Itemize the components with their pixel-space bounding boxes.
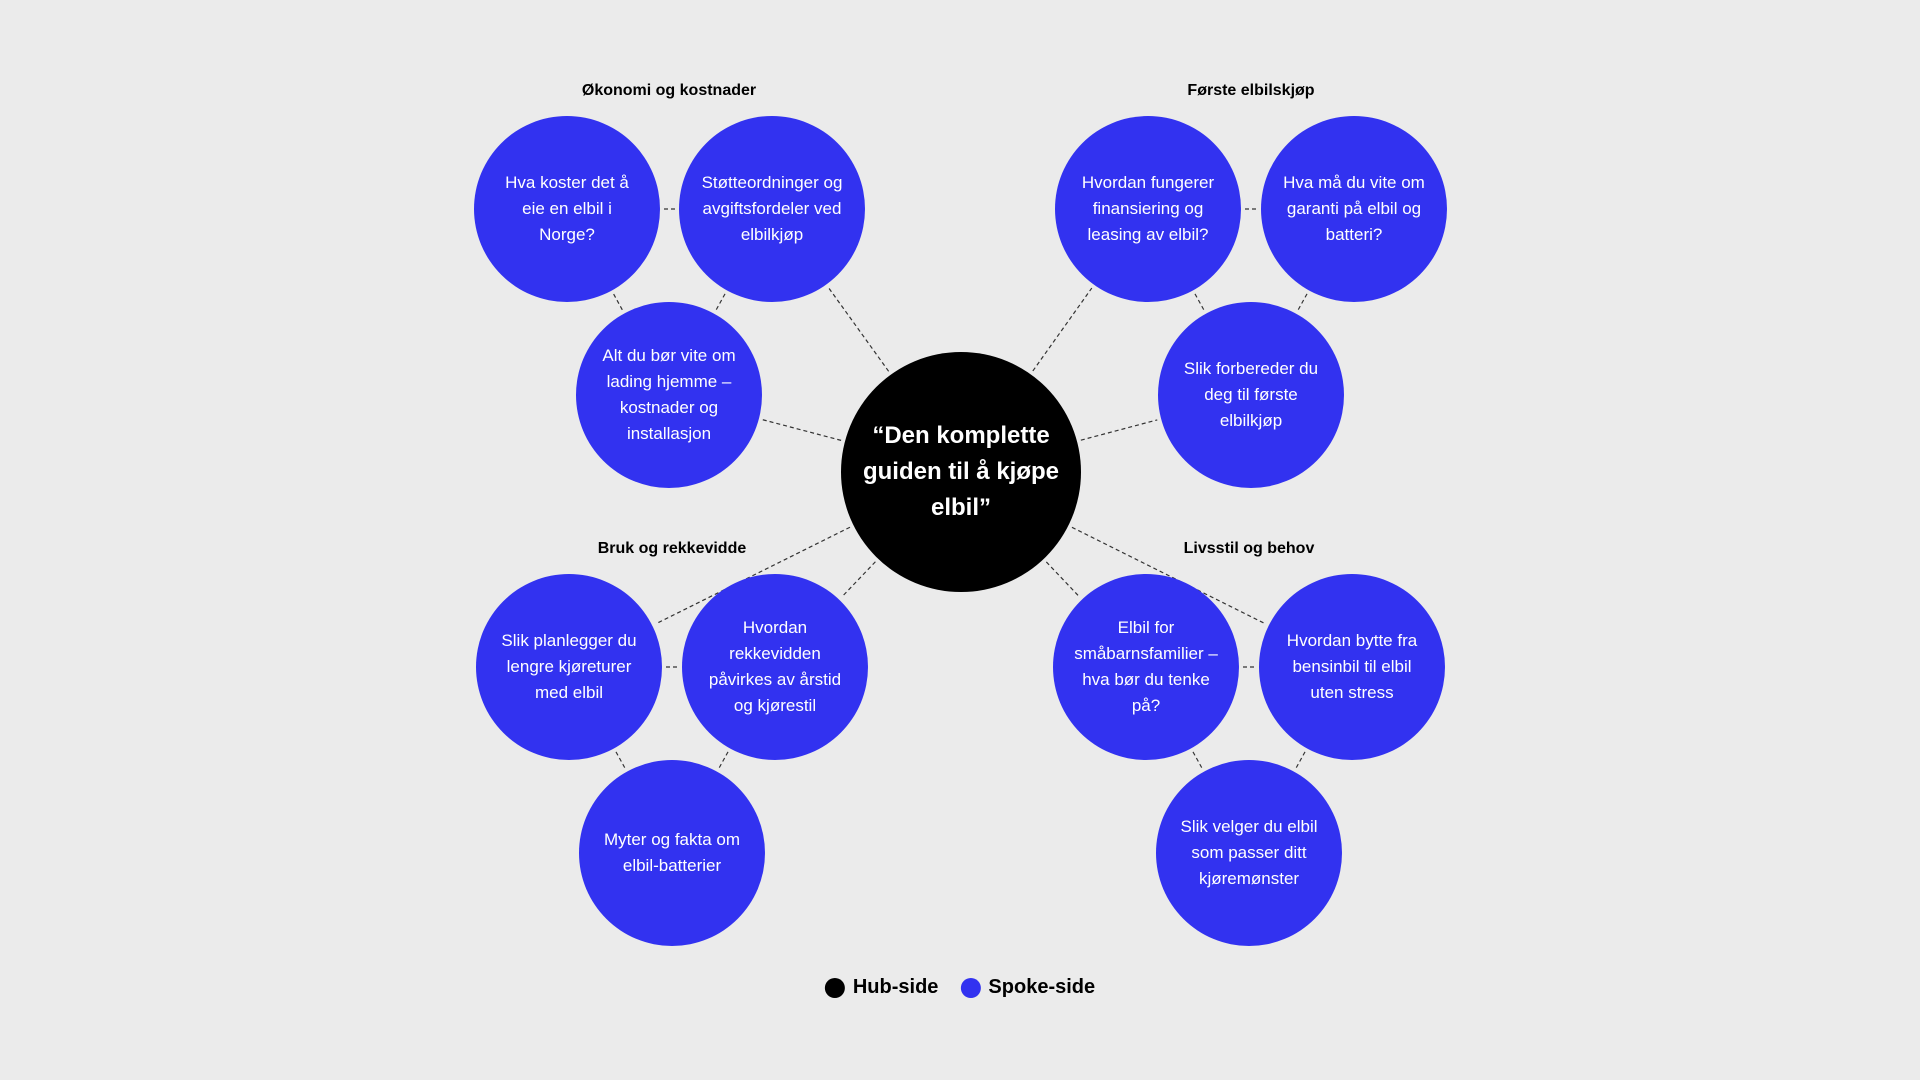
spoke-link-line	[1194, 293, 1205, 311]
spoke-link-line	[615, 751, 626, 769]
spoke-link-line	[715, 293, 726, 311]
legend-label: Spoke-side	[988, 976, 1096, 998]
spoke-label: Støtteordninger og avgiftsfordeler ved e…	[701, 173, 843, 244]
spoke-node: Hvordan bytte fra bensinbil til elbil ut…	[1259, 574, 1445, 760]
spoke-node: Hva koster det å eie en elbil i Norge?	[474, 116, 660, 302]
spoke-label: Slik velger du elbil som passer ditt kjø…	[1180, 817, 1318, 888]
spoke-link-line	[613, 293, 623, 311]
spoke-link-line	[1297, 293, 1308, 311]
spoke-node: Støtteordninger og avgiftsfordeler ved e…	[679, 116, 865, 302]
spoke-node: Slik forbereder du deg til første elbilk…	[1158, 302, 1344, 488]
legend: Hub-side Spoke-side	[824, 976, 1095, 999]
cluster-title-livsstil-behov: Livsstil og behov	[1183, 540, 1315, 557]
hub-node: “Den komplette guiden til å kjøpe elbil”	[841, 352, 1081, 592]
cluster-title-forste-elbilskjop: Første elbilskjøp	[1187, 82, 1315, 99]
spoke-node: Myter og fakta om elbil-batterier	[579, 760, 765, 946]
spoke-node: Slik velger du elbil som passer ditt kjø…	[1156, 760, 1342, 946]
spoke-node: Alt du bør vite om lading hjemme – kostn…	[576, 302, 762, 488]
spoke-node: Hvordan rekkevidden påvirkes av årstid o…	[682, 574, 868, 760]
cluster-title-bruk-rekkevidde: Bruk og rekkevidde	[597, 540, 747, 557]
spoke-link-line	[718, 751, 729, 769]
hub-link-line	[828, 287, 890, 372]
spoke-node: Hva må du vite om garanti på elbil og ba…	[1261, 116, 1447, 302]
spoke-label: Slik planlegger du lengre kjøreturer med…	[501, 631, 637, 702]
spoke-node: Elbil for småbarnsfamilier – hva bør du …	[1053, 574, 1239, 760]
spoke-node: Hvordan fungerer finansiering og leasing…	[1055, 116, 1241, 302]
spoke-label: Hva må du vite om garanti på elbil og ba…	[1283, 173, 1425, 244]
legend-label: Hub-side	[852, 976, 939, 998]
spoke-label: Hvordan rekkevidden påvirkes av årstid o…	[708, 618, 842, 715]
hub-link-line	[1080, 419, 1158, 441]
hub-link-line	[1071, 526, 1266, 625]
spoke-dot-icon	[960, 977, 981, 998]
spoke-label: Hva koster det å eie en elbil i Norge?	[505, 173, 629, 244]
hub-dot-icon	[824, 977, 845, 998]
hub-link-line	[841, 561, 876, 598]
legend-item-hub: Hub-side	[824, 976, 939, 999]
hub-link-line	[1045, 561, 1080, 598]
spoke-label: Myter og fakta om elbil-batterier	[603, 830, 741, 875]
spoke-node: Slik planlegger du lengre kjøreturer med…	[476, 574, 662, 760]
legend-item-spoke: Spoke-side	[960, 976, 1095, 999]
hub-label: “Den komplette guiden til å kjøpe elbil”	[862, 422, 1060, 521]
spoke-label: Alt du bør vite om lading hjemme – kostn…	[602, 346, 736, 443]
hub-link-line	[762, 419, 842, 441]
spoke-link-line	[1192, 751, 1203, 769]
spoke-label: Elbil for småbarnsfamilier – hva bør du …	[1074, 618, 1218, 715]
spoke-label: Hvordan bytte fra bensinbil til elbil ut…	[1286, 631, 1418, 702]
spoke-label: Hvordan fungerer finansiering og leasing…	[1081, 173, 1215, 244]
cluster-title-okonomi: Økonomi og kostnader	[581, 82, 757, 99]
hub-link-line	[1032, 287, 1093, 372]
spoke-label: Slik forbereder du deg til første elbilk…	[1183, 359, 1319, 430]
spoke-link-line	[1295, 751, 1306, 769]
